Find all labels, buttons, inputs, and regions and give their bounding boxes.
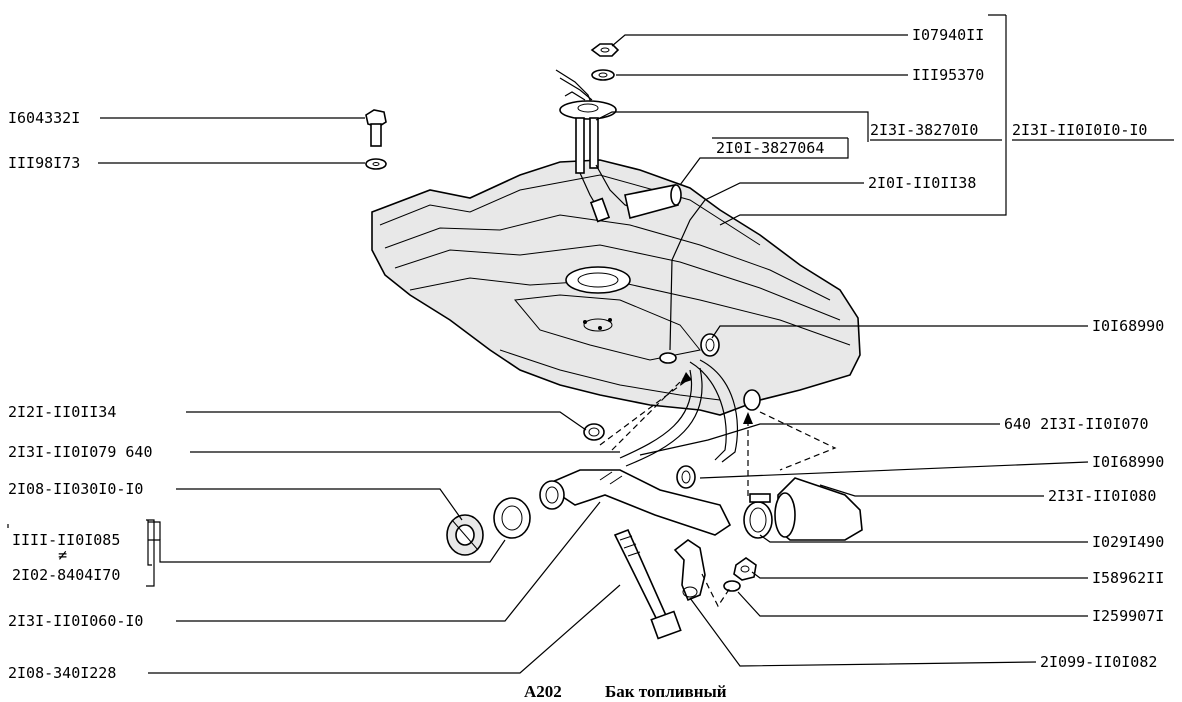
small-nut (733, 557, 757, 581)
grommet-lower (676, 465, 696, 489)
label-hose-clamp: I029I490 (1092, 533, 1164, 551)
bracket-clamp (673, 539, 706, 602)
label-bolt-washer: III98I73 (8, 154, 80, 172)
label-vent-hose: 640 2I3I-II0I070 (1004, 415, 1149, 433)
clamp-small-1 (583, 423, 605, 441)
fuel-tank-body (371, 159, 861, 416)
leader-lines (98, 14, 1089, 674)
cap-gasket (493, 497, 531, 539)
label-sender: 2I3I-38270I0 (870, 121, 978, 139)
small-washer (723, 580, 741, 592)
label-nut: I07940II (912, 26, 984, 44)
label-grommet-1: I0I68990 (1092, 317, 1164, 335)
label-washer-small: I259907I (1092, 607, 1164, 625)
hose-clamp (743, 493, 773, 539)
label-cap-gasket-b: 2I02-8404I70 (12, 566, 120, 584)
label-filler-hose: 2I3I-II0I080 (1048, 487, 1156, 505)
fuel-gauge-tube (613, 528, 682, 640)
label-clamp-1: 2I2I-II0II34 (8, 403, 116, 421)
label-breather-tube: 2I3I-II0I079 640 (8, 443, 153, 461)
fuel-level-sender (555, 69, 682, 223)
label-bracket: 2I099-II0I082 (1040, 653, 1157, 671)
caption-title: Бак топливный (605, 682, 727, 701)
caption-code: A202 (524, 682, 562, 701)
grommet-upper (700, 333, 720, 357)
filler-neck (539, 469, 732, 536)
label-gauge-tube: 2I08-340I228 (8, 664, 116, 682)
top-nut (590, 43, 620, 57)
top-washer (591, 69, 615, 81)
label-tank: 2I0I-II0II38 (868, 174, 976, 192)
vent-tube (619, 359, 738, 467)
label-washer: III95370 (912, 66, 984, 84)
label-grommet-2: I0I68990 (1092, 453, 1164, 471)
label-cap-gasket-a: IIII-II0I085 (12, 531, 120, 549)
not-equal-sign: ≠ (58, 546, 67, 564)
bolt-washer (365, 158, 387, 170)
label-nut-small: I58962II (1092, 569, 1164, 587)
mounting-bolt (365, 109, 387, 147)
label-bolt: I604332I (8, 109, 80, 127)
label-filler-neck: 2I3I-II0I060-I0 (8, 612, 143, 630)
filler-hose (774, 477, 863, 541)
label-tank-assembly: 2I3I-II0I0I0-I0 (1012, 121, 1147, 139)
label-pump-gasket: 2I0I-3827064 (716, 139, 824, 157)
filler-cap (446, 514, 484, 556)
tank-neck-pipe (743, 389, 761, 411)
label-filler-cap: 2I08-II030I0-I0 (8, 480, 143, 498)
